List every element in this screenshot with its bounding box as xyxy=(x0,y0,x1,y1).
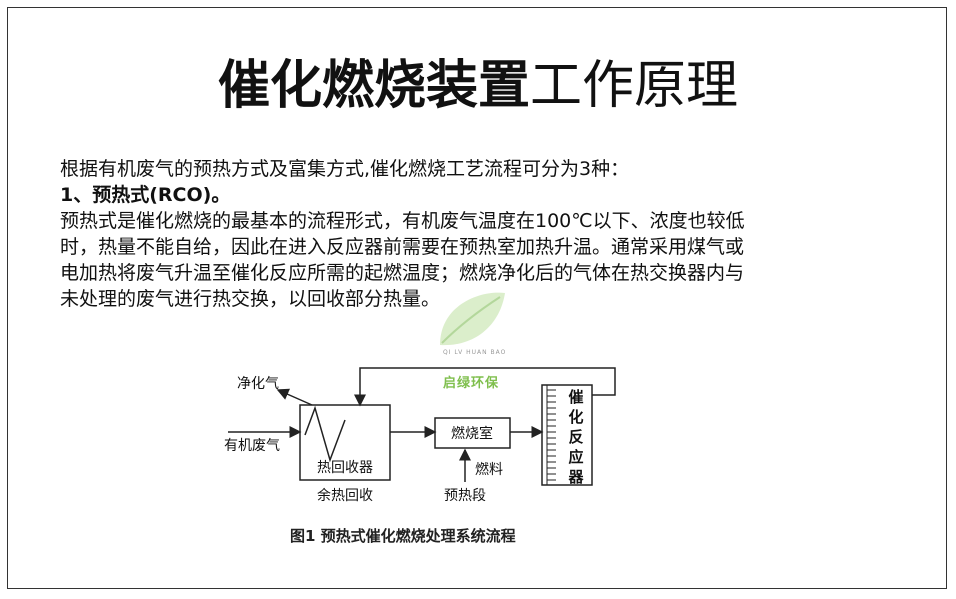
label-clean-gas: 净化气 xyxy=(237,376,279,392)
recycle-line xyxy=(354,367,616,407)
label-organic-waste-gas: 有机废气 xyxy=(224,438,280,454)
body-paragraph: 预热式是催化燃烧的最基本的流程形式，有机废气温度在100℃以下、浓度也较低 时，… xyxy=(60,208,910,312)
watermark-pinyin: QI LV HUAN BAO xyxy=(443,349,507,356)
combustion-chamber-box xyxy=(434,417,511,449)
clean-gas-arrow xyxy=(276,388,313,406)
body-line: 未处理的废气进行热交换，以回收部分热量。 xyxy=(60,288,441,310)
watermark-name: 启绿环保 xyxy=(443,376,500,391)
page-title: 催化燃烧装置工作原理 xyxy=(0,55,956,117)
label-reactor-char: 应 xyxy=(568,448,583,466)
watermark-leaf-icon xyxy=(440,292,505,346)
section-heading: 1、预热式(RCO)。 xyxy=(60,184,231,206)
catalytic-reactor-box xyxy=(541,384,593,486)
heat-recovery-box xyxy=(299,404,391,481)
process-flow-diagram: 净化气 有机废气 热回收器 余热回收 燃烧室 燃料 预热段 催 化 反 应 器 xyxy=(224,367,616,504)
body-line: 时，热量不能自给，因此在进入反应器前需要在预热室加热升温。通常采用煤气或 xyxy=(60,236,745,258)
title-bold: 催化燃烧装置 xyxy=(217,56,530,116)
label-preheat-section: 预热段 xyxy=(444,488,486,504)
body-line: 预热式是催化燃烧的最基本的流程形式，有机废气温度在100℃以下、浓度也较低 xyxy=(60,210,745,232)
title-light: 工作原理 xyxy=(530,56,739,116)
label-heat-recovery: 热回收器 xyxy=(317,460,373,476)
reactor-bed-hatching xyxy=(546,385,556,485)
label-fuel: 燃料 xyxy=(475,461,503,478)
label-combustion-chamber: 燃烧室 xyxy=(451,425,493,442)
body-line: 电加热将废气升温至催化反应所需的起燃温度；燃烧净化后的气体在热交换器内与 xyxy=(60,262,745,284)
intro-text: 根据有机废气的预热方式及富集方式,催化燃烧工艺流程可分为3种： xyxy=(60,158,630,180)
label-reactor-char: 催 xyxy=(568,388,583,406)
heat-exchange-zigzag xyxy=(304,405,346,463)
label-reactor-char: 器 xyxy=(567,468,584,486)
figure-caption: 图1 预热式催化燃烧处理系统流程 xyxy=(290,527,516,545)
label-residual-heat: 余热回收 xyxy=(317,487,373,504)
label-reactor-char: 化 xyxy=(568,408,583,426)
label-reactor-char: 反 xyxy=(568,428,583,446)
